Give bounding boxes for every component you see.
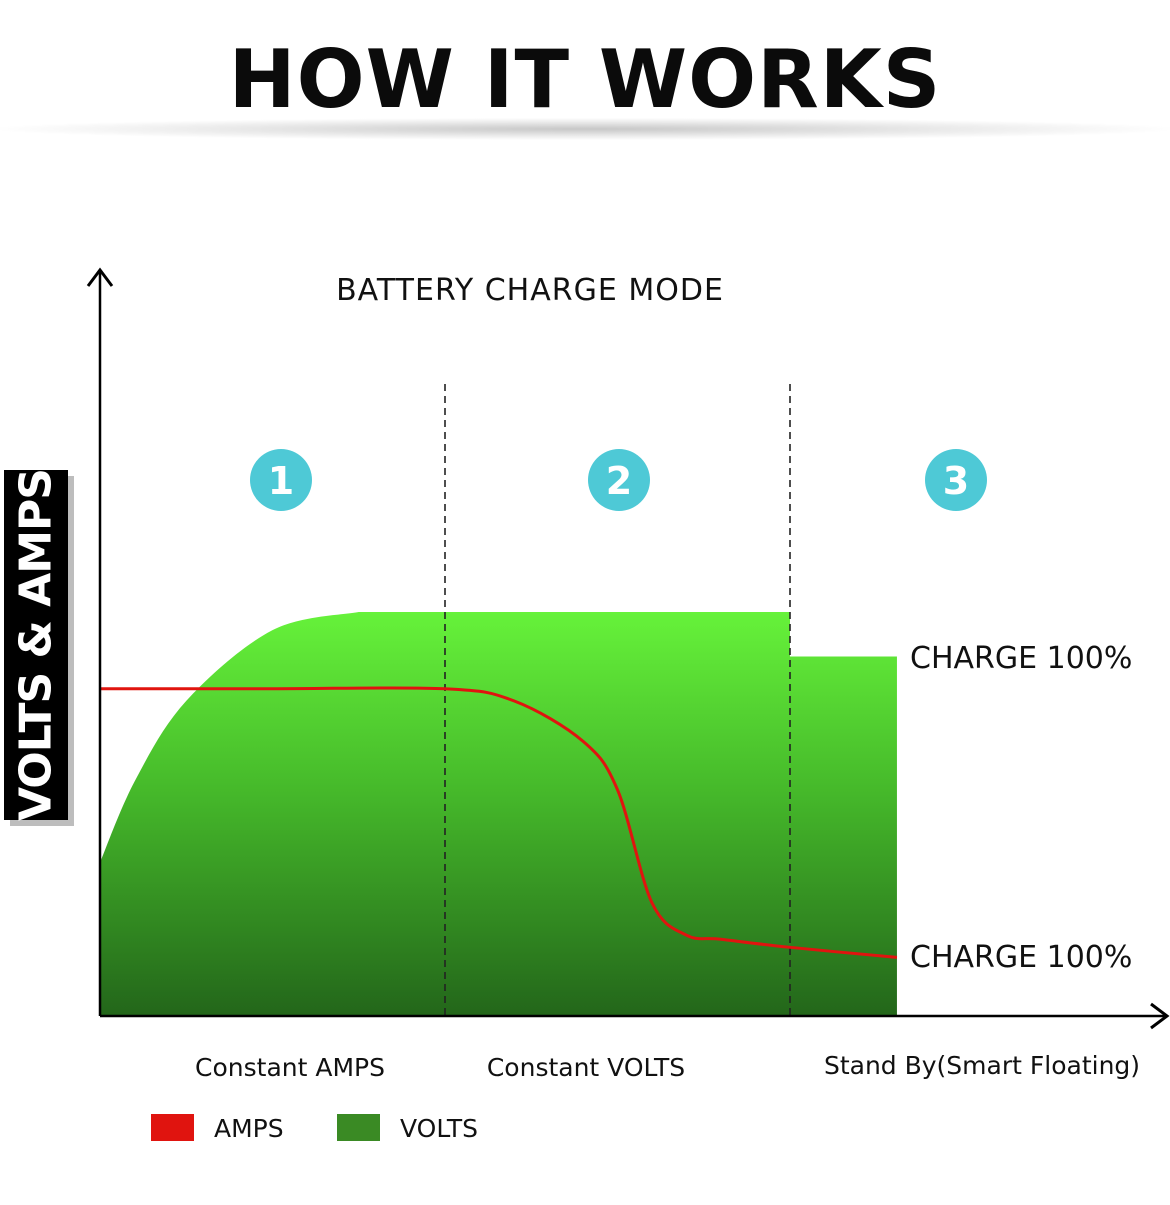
amps-line xyxy=(100,686,898,959)
y-axis-arrow xyxy=(86,267,114,287)
stage-label-3: Stand By(Smart Floating) xyxy=(824,1051,1140,1080)
headline: HOW IT WORKS xyxy=(228,33,942,126)
stage-badge-number-3: 3 xyxy=(943,459,969,503)
chart-title: BATTERY CHARGE MODE xyxy=(336,273,724,308)
stage-label-1: Constant AMPS xyxy=(195,1053,385,1082)
stage-badge-3 xyxy=(925,449,987,511)
stage-label-2: Constant VOLTS xyxy=(487,1053,685,1082)
volts-area xyxy=(100,612,897,1016)
headline-shadow xyxy=(0,118,1170,140)
y-axis-label-box xyxy=(4,470,68,820)
stage-badge-number-1: 1 xyxy=(268,459,294,503)
annotation-volts: CHARGE 100% xyxy=(910,641,1132,676)
stage-badge-1 xyxy=(250,449,312,511)
stage-badge-2 xyxy=(588,449,650,511)
legend-swatch-amps xyxy=(151,1114,194,1141)
legend-swatch-volts xyxy=(337,1114,380,1141)
x-axis-arrow xyxy=(1150,1002,1170,1030)
legend-label-volts: VOLTS xyxy=(400,1114,478,1143)
stage-badge-number-2: 2 xyxy=(606,459,632,503)
legend-label-amps: AMPS xyxy=(214,1114,284,1143)
annotation-amps: CHARGE 100% xyxy=(910,940,1132,975)
